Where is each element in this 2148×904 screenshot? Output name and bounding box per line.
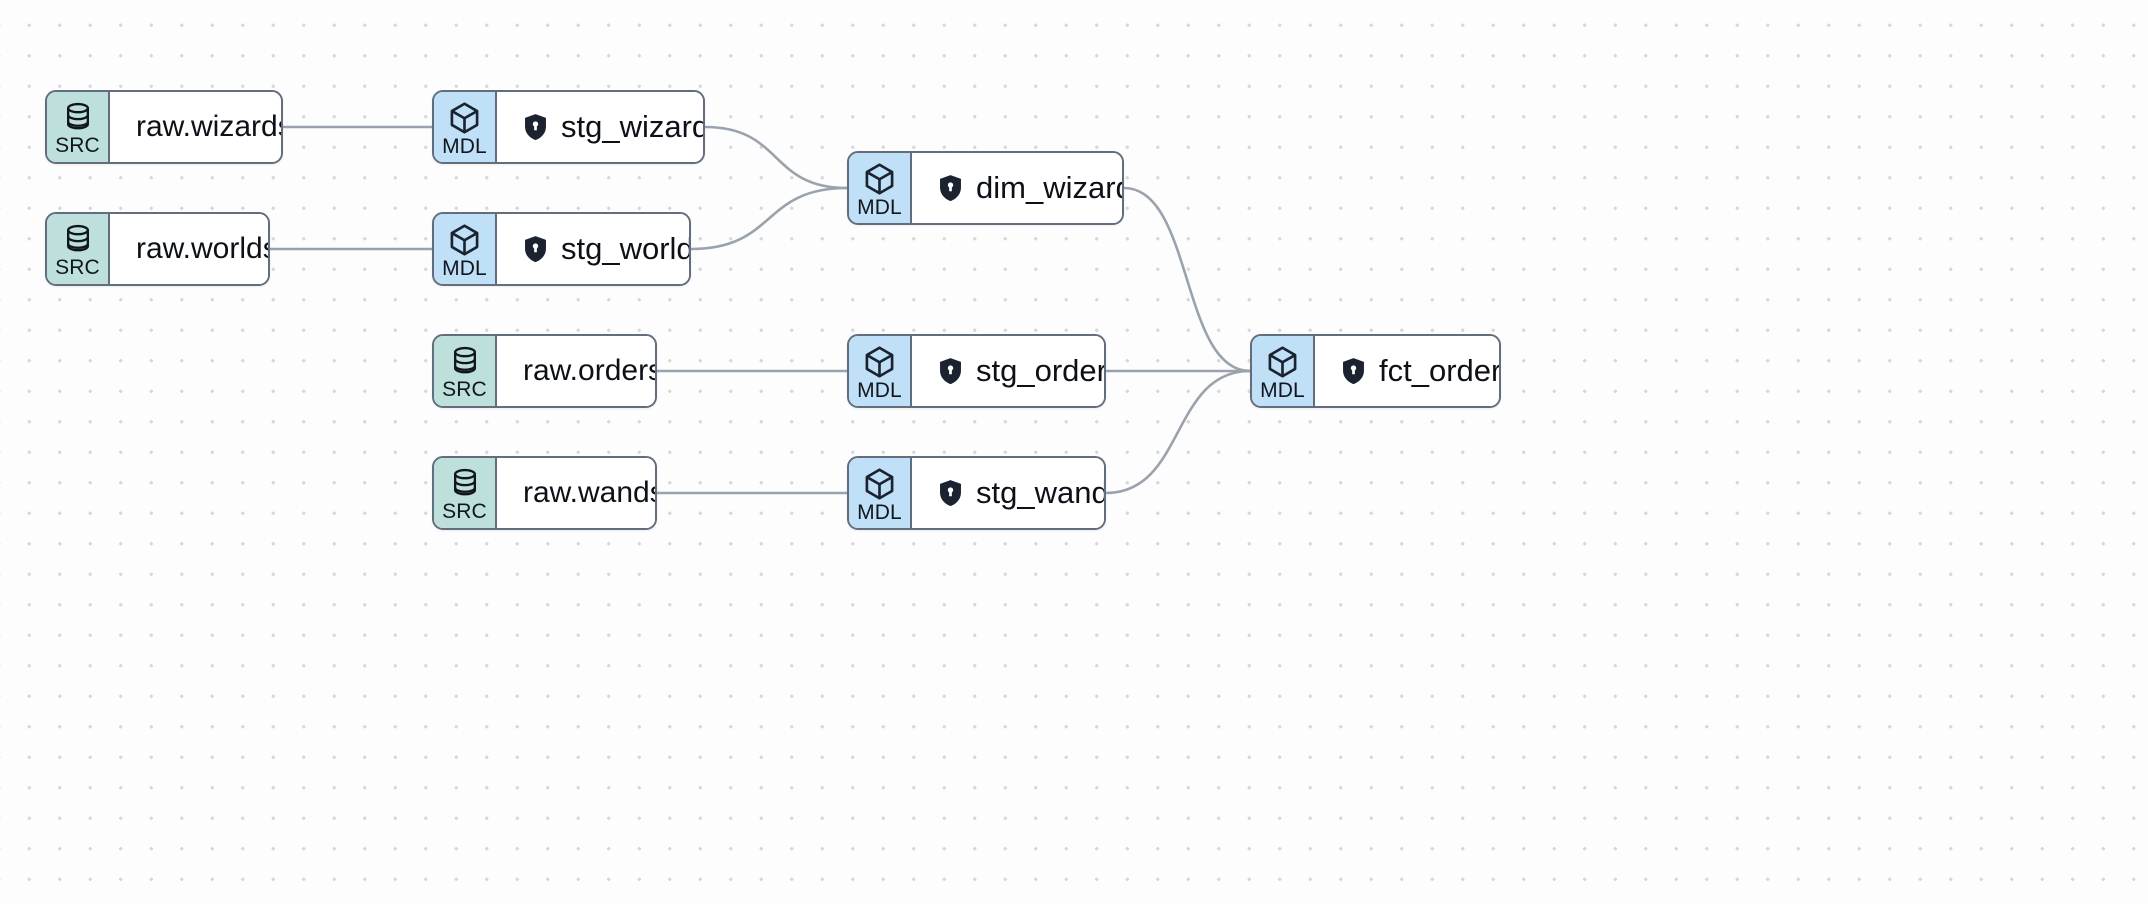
node-type-badge-mdl: MDL (849, 153, 912, 223)
node-label: raw.worlds (136, 232, 270, 265)
node-type-badge-mdl: MDL (849, 336, 912, 406)
lineage-node-fct_orders[interactable]: MDL fct_orders (1250, 334, 1501, 408)
lineage-edge-stg_worlds-to-dim_wizards (689, 186, 849, 251)
shield-lock-icon (523, 113, 548, 141)
node-type-badge-mdl: MDL (849, 458, 912, 528)
lineage-edge-dim_wizards-to-fct_orders (1122, 186, 1252, 373)
node-type-badge-mdl: MDL (434, 214, 497, 284)
shield-lock-icon (938, 479, 963, 507)
node-type-label: MDL (857, 379, 902, 402)
database-icon (450, 346, 480, 378)
database-icon (63, 102, 93, 134)
node-body: raw.worlds (110, 214, 270, 284)
node-type-badge-src: SRC (47, 214, 110, 284)
node-type-label: SRC (442, 500, 487, 523)
lineage-node-stg_wands[interactable]: MDL stg_wands (847, 456, 1106, 530)
cube-icon (863, 162, 896, 196)
lineage-edge-stg_wizards-to-dim_wizards (703, 125, 849, 190)
node-type-label: MDL (857, 196, 902, 219)
node-type-label: SRC (442, 378, 487, 401)
database-icon (450, 468, 480, 500)
node-body: stg_orders (912, 336, 1106, 406)
node-label: stg_worlds (561, 231, 689, 266)
database-icon (63, 224, 93, 256)
node-label: raw.orders (523, 354, 657, 387)
cube-icon (448, 101, 481, 135)
node-type-label: MDL (442, 135, 487, 158)
cube-icon (863, 467, 896, 501)
node-label: fct_orders (1379, 353, 1501, 388)
node-type-label: MDL (442, 257, 487, 280)
node-body: stg_worlds (497, 214, 689, 284)
node-type-label: MDL (1260, 379, 1305, 402)
node-body: raw.wands (497, 458, 657, 528)
lineage-node-raw_wizards[interactable]: SRC raw.wizards (45, 90, 283, 164)
node-body: raw.orders (497, 336, 657, 406)
node-type-badge-src: SRC (47, 92, 110, 162)
node-body: stg_wizards (497, 92, 703, 162)
lineage-node-stg_wizards[interactable]: MDL stg_wizards (432, 90, 705, 164)
cube-icon (863, 345, 896, 379)
shield-lock-icon (938, 357, 963, 385)
node-label: stg_wands (976, 475, 1104, 510)
node-label: raw.wizards (136, 110, 283, 143)
node-type-badge-mdl: MDL (434, 92, 497, 162)
node-label: stg_wizards (561, 109, 703, 144)
cube-icon (448, 223, 481, 257)
node-type-badge-mdl: MDL (1252, 336, 1315, 406)
shield-lock-icon (523, 235, 548, 263)
node-type-label: MDL (857, 501, 902, 524)
node-type-label: SRC (55, 134, 100, 157)
node-body: fct_orders (1315, 336, 1501, 406)
node-type-badge-src: SRC (434, 336, 497, 406)
node-label: dim_wizards (976, 170, 1122, 205)
lineage-node-stg_orders[interactable]: MDL stg_orders (847, 334, 1106, 408)
node-label: raw.wands (523, 476, 657, 509)
node-type-label: SRC (55, 256, 100, 279)
lineage-edge-stg_wands-to-fct_orders (1104, 369, 1252, 495)
shield-lock-icon (1341, 357, 1366, 385)
node-type-badge-src: SRC (434, 458, 497, 528)
cube-icon (1266, 345, 1299, 379)
shield-lock-icon (938, 174, 963, 202)
lineage-node-raw_worlds[interactable]: SRC raw.worlds (45, 212, 270, 286)
node-body: stg_wands (912, 458, 1104, 528)
lineage-node-stg_worlds[interactable]: MDL stg_worlds (432, 212, 691, 286)
lineage-node-dim_wizards[interactable]: MDL dim_wizards (847, 151, 1124, 225)
node-label: stg_orders (976, 353, 1106, 388)
lineage-node-raw_wands[interactable]: SRC raw.wands (432, 456, 657, 530)
node-body: raw.wizards (110, 92, 283, 162)
lineage-node-raw_orders[interactable]: SRC raw.orders (432, 334, 657, 408)
node-body: dim_wizards (912, 153, 1122, 223)
